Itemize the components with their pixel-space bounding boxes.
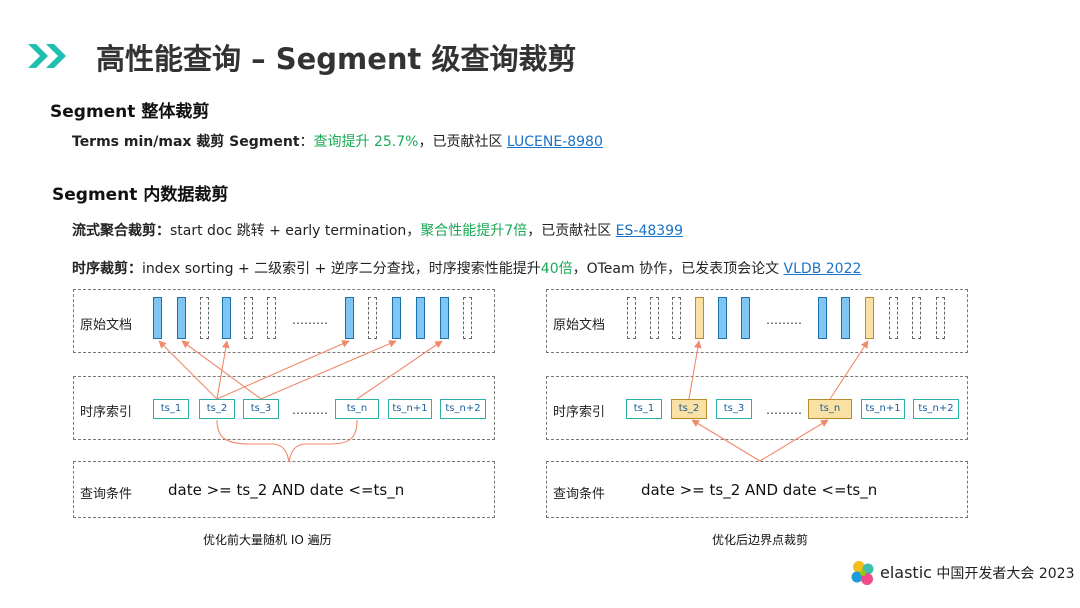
- doc-block: [267, 297, 276, 339]
- doc-block: [244, 297, 253, 339]
- line1-rest: ，已贡献社区: [527, 223, 616, 239]
- ts-box: ts_n+2: [440, 399, 486, 419]
- doc-block: [818, 297, 827, 339]
- doc-block: [695, 297, 704, 339]
- ts-box: ts_1: [153, 399, 189, 419]
- lucene-link[interactable]: LUCENE-8980: [506, 134, 603, 150]
- es-link[interactable]: ES-48399: [615, 223, 683, 239]
- right-docs-label: 原始文档: [553, 318, 606, 333]
- line1-text: start doc 跳转 + early termination，: [170, 223, 421, 239]
- ts-box: ts_3: [243, 399, 279, 419]
- right-caption: 优化后边界点裁剪: [712, 533, 809, 547]
- ts-box: ts_n+2: [913, 399, 959, 419]
- doc-block: [650, 297, 659, 339]
- section1-heading: Segment 整体裁剪: [50, 102, 210, 122]
- section1-label: Terms min/max 裁剪 Segment: [72, 134, 300, 150]
- doc-block: [345, 297, 354, 339]
- doc-block: [841, 297, 850, 339]
- doc-block: [440, 297, 449, 339]
- elastic-logo-icon: [851, 561, 874, 585]
- doc-block: [200, 297, 209, 339]
- line2-rest: ，OTeam 协作，已发表顶会论文: [572, 261, 784, 277]
- ts-ellipsis: ………: [292, 403, 328, 417]
- doc-block: [672, 297, 681, 339]
- vldb-link[interactable]: VLDB 2022: [783, 261, 862, 277]
- doc-block: [741, 297, 750, 339]
- section1-line: Terms min/max 裁剪 Segment：查询提升 25.7%，已贡献社…: [72, 131, 603, 151]
- footer-event: 中国开发者大会 2023: [936, 566, 1075, 582]
- section1-rest: ，已贡献社区: [418, 134, 507, 150]
- doc-block: [416, 297, 425, 339]
- left-docs-box: [73, 289, 495, 353]
- section2-heading: Segment 内数据裁剪: [52, 185, 229, 205]
- docs-ellipsis: ………: [766, 313, 802, 327]
- right-index-label: 时序索引: [553, 405, 606, 420]
- section2-line2: 时序裁剪：index sorting + 二级索引 + 逆序二分查找，时序搜索性…: [72, 258, 861, 278]
- ts-box: ts_n: [808, 399, 852, 419]
- line1-highlight: 聚合性能提升7倍: [420, 223, 528, 239]
- section1-highlight: 查询提升 25.7%: [313, 134, 419, 150]
- line1-label: 流式聚合裁剪：: [72, 223, 170, 239]
- doc-block: [627, 297, 636, 339]
- doc-block: [368, 297, 377, 339]
- ts-box: ts_2: [671, 399, 707, 419]
- doc-block: [889, 297, 898, 339]
- left-caption: 优化前大量随机 IO 遍历: [203, 533, 332, 547]
- doc-block: [865, 297, 874, 339]
- page-title: 高性能查询 – Segment 级查询裁剪: [96, 42, 577, 76]
- right-query-condition: date >= ts_2 AND date <=ts_n: [641, 481, 878, 499]
- left-index-label: 时序索引: [80, 405, 133, 420]
- section2-line1: 流式聚合裁剪：start doc 跳转 + early termination，…: [72, 220, 683, 240]
- doc-block: [936, 297, 945, 339]
- left-query-label: 查询条件: [80, 487, 133, 502]
- ts-box: ts_n+1: [861, 399, 905, 419]
- doc-block: [718, 297, 727, 339]
- right-query-label: 查询条件: [553, 487, 606, 502]
- left-query-condition: date >= ts_2 AND date <=ts_n: [168, 481, 405, 499]
- right-docs-box: [546, 289, 968, 353]
- doc-block: [222, 297, 231, 339]
- ts-ellipsis: ………: [766, 403, 802, 417]
- doc-block: [463, 297, 472, 339]
- doc-block: [177, 297, 186, 339]
- ts-box: ts_n: [335, 399, 379, 419]
- docs-ellipsis: ………: [292, 313, 328, 327]
- footer: elastic 中国开发者大会 2023: [880, 563, 1075, 583]
- footer-brand: elastic: [880, 563, 932, 582]
- line2-highlight: 40倍: [540, 261, 573, 277]
- ts-box: ts_2: [199, 399, 235, 419]
- doc-block: [912, 297, 921, 339]
- line2-text: index sorting + 二级索引 + 逆序二分查找，时序搜索性能提升: [142, 261, 541, 277]
- chevron-right-icon: [28, 44, 66, 68]
- ts-box: ts_1: [626, 399, 662, 419]
- doc-block: [153, 297, 162, 339]
- right-query-box: [546, 461, 968, 518]
- section1-colon: ：: [299, 134, 314, 150]
- ts-box: ts_n+1: [388, 399, 432, 419]
- line2-label: 时序裁剪：: [72, 261, 142, 277]
- doc-block: [392, 297, 401, 339]
- ts-box: ts_3: [716, 399, 752, 419]
- left-docs-label: 原始文档: [80, 318, 133, 333]
